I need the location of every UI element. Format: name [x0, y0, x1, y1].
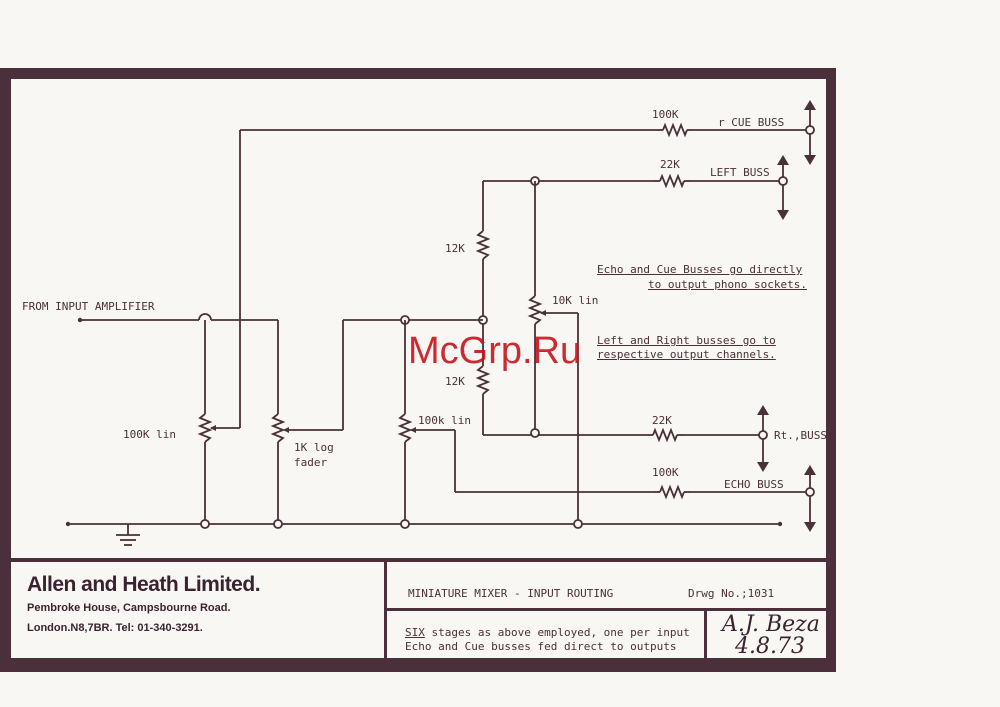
echo-resistor-label: 100K [652, 466, 679, 479]
wire-crossover [198, 313, 212, 321]
fader-label: 1K log [294, 441, 334, 454]
r12k-bottom-label: 12K [445, 375, 465, 388]
frame-right [826, 68, 836, 672]
echo-buss-label: ECHO BUSS [724, 478, 784, 491]
pot-100k-b [397, 413, 413, 443]
junction-node [758, 430, 768, 440]
wiper-arrow-icon [283, 427, 289, 433]
signature: A.J. Beza [722, 612, 820, 637]
r12k-top [475, 230, 491, 260]
r12k-top-label: 12K [445, 242, 465, 255]
title-block-top [0, 558, 836, 562]
echo-buss-down-arrow-icon [804, 522, 816, 532]
wiper-arrow-icon [410, 427, 416, 433]
frame-top [0, 68, 836, 79]
note-lr-1: Left and Right busses go to [597, 334, 776, 347]
fader-label-2: fader [294, 456, 328, 469]
wiper-arrow-icon [210, 425, 216, 431]
left-resistor-label: 22K [660, 158, 680, 171]
wiper-arrow-icon [540, 310, 546, 316]
company-address-1: Pembroke House, Campsbourne Road. [27, 602, 231, 614]
cue-resistor [662, 122, 688, 138]
pot-10k-label: 10K lin [552, 294, 599, 307]
junction-node [778, 176, 788, 186]
frame-left [0, 68, 11, 672]
r12k-bottom [475, 365, 491, 395]
junction-node [573, 519, 583, 529]
input-label: FROM INPUT AMPLIFIER [22, 300, 155, 313]
company-name: Allen and Heath Limited. [27, 573, 261, 596]
pot-10k [527, 295, 543, 325]
cue-buss-down-arrow-icon [804, 155, 816, 165]
left-buss-up-arrow-icon [777, 155, 789, 165]
junction-node [805, 487, 815, 497]
pot-100k-a-label: 100K lin [123, 428, 176, 441]
note-lr-2: respective output channels. [597, 348, 776, 361]
note-six: SIX [405, 626, 425, 639]
junction-node [400, 519, 410, 529]
frame-bottom [0, 658, 836, 672]
title-block-sig-divider [704, 608, 707, 662]
signature-date: 4.8.73 [735, 634, 805, 659]
rt-buss-up-arrow-icon [757, 405, 769, 415]
echo-resistor [659, 484, 685, 500]
note-echo-cue-2: to output phono sockets. [648, 278, 807, 291]
terminal-dot [777, 521, 783, 527]
note-echo-cue-1: Echo and Cue Busses go directly [597, 263, 803, 276]
pot-100k-a [197, 413, 213, 443]
fader-1k-log [270, 413, 286, 443]
cue-resistor-label: 100K [652, 108, 679, 121]
rt-resistor-label: 22K [652, 414, 672, 427]
watermark: McGrp.Ru [408, 330, 582, 372]
drawing-title: MINIATURE MIXER - INPUT ROUTING [408, 587, 614, 600]
junction-node [200, 519, 210, 529]
junction-node [530, 428, 540, 438]
junction-node [805, 125, 815, 135]
left-buss-label: LEFT BUSS [710, 166, 770, 179]
rt-resistor [652, 427, 678, 443]
rt-buss-label: Rt.,BUSS [774, 429, 827, 442]
left-resistor [659, 173, 685, 189]
cue-buss-up-arrow-icon [804, 100, 816, 110]
title-block-row-line [384, 608, 836, 611]
echo-buss-up-arrow-icon [804, 465, 816, 475]
pot-100k-b-label: 100k lin [418, 414, 471, 427]
note-stages-rest: stages as above employed, one per input [424, 626, 690, 639]
note-busses: Echo and Cue busses fed direct to output… [405, 640, 677, 653]
note-stages: SIX stages as above employed, one per in… [405, 626, 690, 639]
drawing-number: Drwg No.;1031 [688, 587, 775, 600]
junction-node [273, 519, 283, 529]
cue-buss-label: r CUE BUSS [718, 116, 785, 129]
left-buss-down-arrow-icon [777, 210, 789, 220]
company-address-2: London.N8,7BR. Tel: 01-340-3291. [27, 622, 203, 634]
rt-buss-down-arrow-icon [757, 462, 769, 472]
